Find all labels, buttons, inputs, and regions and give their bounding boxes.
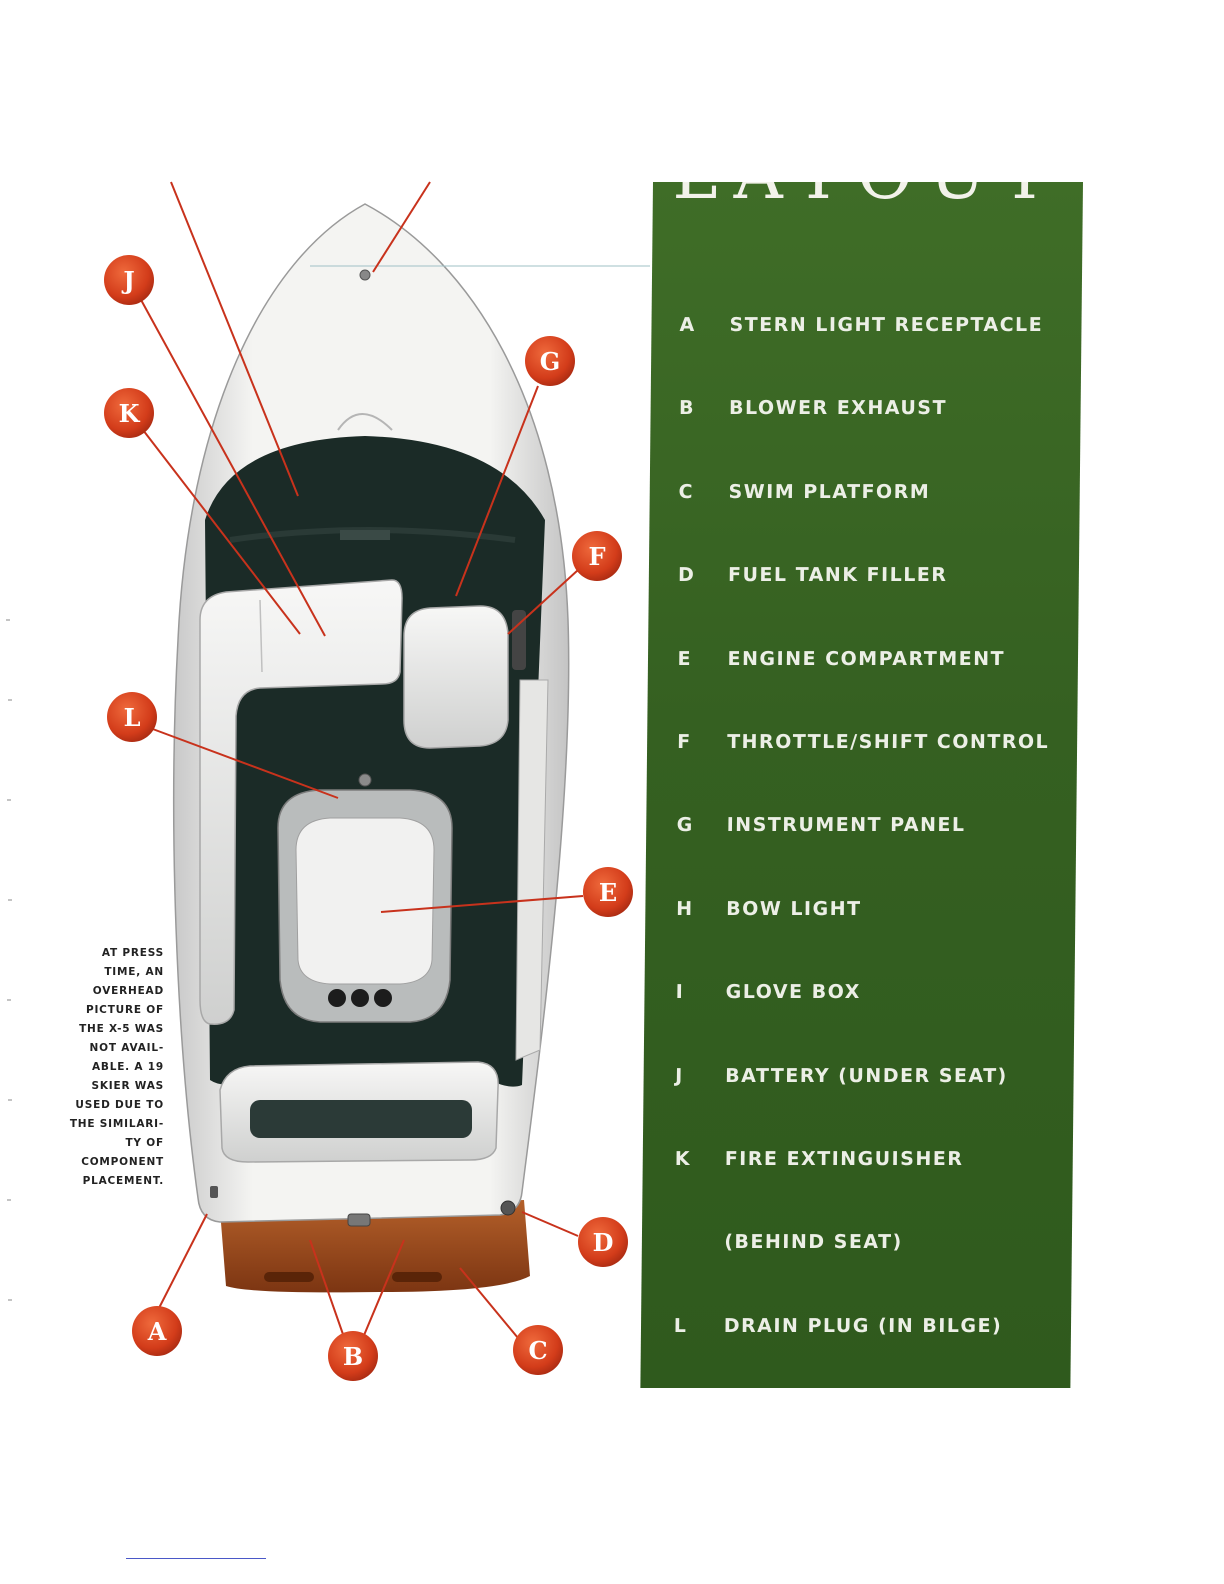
callout-C-label: C — [528, 1336, 547, 1365]
engine-vents — [328, 989, 392, 1007]
note-line: USED DUE TO — [75, 1099, 164, 1111]
legend-letter: I — [675, 981, 685, 1004]
note-line: OVERHEAD — [92, 985, 164, 997]
engine-cover — [295, 817, 435, 985]
note-line: COMPONENT — [81, 1156, 164, 1168]
callout-A: A — [132, 1306, 182, 1356]
windshield-latch — [340, 530, 390, 540]
callout-C: C — [513, 1325, 563, 1375]
callout-F-label: F — [588, 542, 605, 571]
legend-label: DRAIN PLUG (IN BILGE) — [723, 1314, 1003, 1337]
bow-light — [359, 269, 371, 281]
legend-panel: LAYOUT A STERN LIGHT RECEPTACLE B BLOWER EX… — [640, 182, 1083, 1388]
legend-letter: K — [674, 1148, 692, 1170]
legend-letter: F — [677, 731, 692, 753]
legend-letter: J — [675, 1064, 684, 1087]
title-clip: LAYOUT — [653, 182, 1083, 212]
legend-label: STERN LIGHT RECEPTACLE — [729, 314, 1044, 336]
callout-A-label: A — [147, 1317, 167, 1346]
note-line: ABLE. A 19 — [91, 1061, 164, 1073]
fuel-tank-filler — [500, 1200, 516, 1216]
note-line: NOT AVAIL- — [89, 1042, 164, 1054]
platform-slots — [264, 1272, 442, 1282]
callout-E-label: E — [599, 878, 617, 907]
legend-letter: C — [678, 480, 695, 503]
legend-letter: B — [678, 397, 696, 420]
note-line: PLACEMENT. — [82, 1175, 164, 1187]
legend-label: FUEL TANK FILLER — [727, 564, 948, 587]
leader-lines — [139, 181, 584, 1341]
legend-label: FIRE EXTINGUISHER — [724, 1148, 964, 1170]
seat-cushion-line — [259, 599, 263, 673]
note-line: PICTURE OF — [85, 1004, 164, 1016]
legend-letter: A — [679, 314, 696, 336]
legend-letter: G — [676, 814, 694, 837]
legend-label: INSTRUMENT PANEL — [726, 814, 966, 837]
stern-light-receptacle — [210, 1186, 218, 1198]
callout-G: G — [525, 336, 575, 386]
note-line: THE SIMILARI- — [69, 1118, 164, 1130]
panel-title: LAYOUT — [653, 182, 1083, 210]
legend-label: GLOVE BOX — [725, 981, 861, 1004]
callout-G-label: G — [540, 347, 561, 376]
legend-label: BOW LIGHT — [726, 897, 862, 920]
lounge-seat — [199, 579, 403, 1025]
note-line: AT PRESS — [101, 947, 164, 959]
callout-B: B — [328, 1331, 378, 1381]
legend-letter: H — [676, 897, 694, 920]
legend-letter: E — [677, 647, 693, 670]
callout-B-label: B — [343, 1342, 363, 1371]
callout-K: K — [104, 388, 154, 438]
legend-letter: D — [677, 564, 696, 587]
callout-L: L — [107, 692, 157, 742]
callout-E: E — [583, 867, 633, 917]
scan-edge-marks — [6, 619, 12, 1301]
note-line: THE X-5 WAS — [79, 1023, 164, 1035]
callout-D: D — [578, 1217, 628, 1267]
throttle-control — [512, 610, 526, 670]
legend-label: (BEHIND SEAT) — [724, 1231, 903, 1254]
note-line: TY OF — [125, 1137, 164, 1149]
drain-plug — [358, 773, 372, 787]
press-note: AT PRESS TIME, AN OVERHEAD PICTURE OF THE X-… — [52, 944, 164, 1191]
callout-L-label: L — [124, 703, 141, 732]
legend-label: ENGINE COMPARTMENT — [727, 647, 1006, 670]
footer-rule — [126, 1558, 266, 1559]
legend-label: BLOWER EXHAUST — [728, 397, 948, 420]
legend-label: BATTERY (UNDER SEAT) — [725, 1064, 1008, 1087]
legend-letter: L — [673, 1314, 688, 1337]
note-line: TIME, AN — [104, 966, 164, 978]
rear-bench-well — [250, 1100, 472, 1138]
note-line: SKIER WAS — [91, 1080, 164, 1092]
callout-J: J — [104, 255, 154, 305]
callout-J-label: J — [121, 266, 134, 295]
swim-platform — [220, 1200, 530, 1293]
callout-K-label: K — [119, 399, 141, 428]
callout-F: F — [572, 531, 622, 581]
blower-exhaust-vent — [347, 1213, 371, 1227]
legend-label: SWIM PLATFORM — [728, 480, 931, 503]
callout-D-label: D — [593, 1228, 614, 1257]
bow-hatch — [337, 413, 393, 431]
starboard-console — [515, 679, 549, 1061]
legend-label: THROTTLE/SHIFT CONTROL — [727, 731, 1050, 753]
driver-seat — [403, 605, 509, 749]
